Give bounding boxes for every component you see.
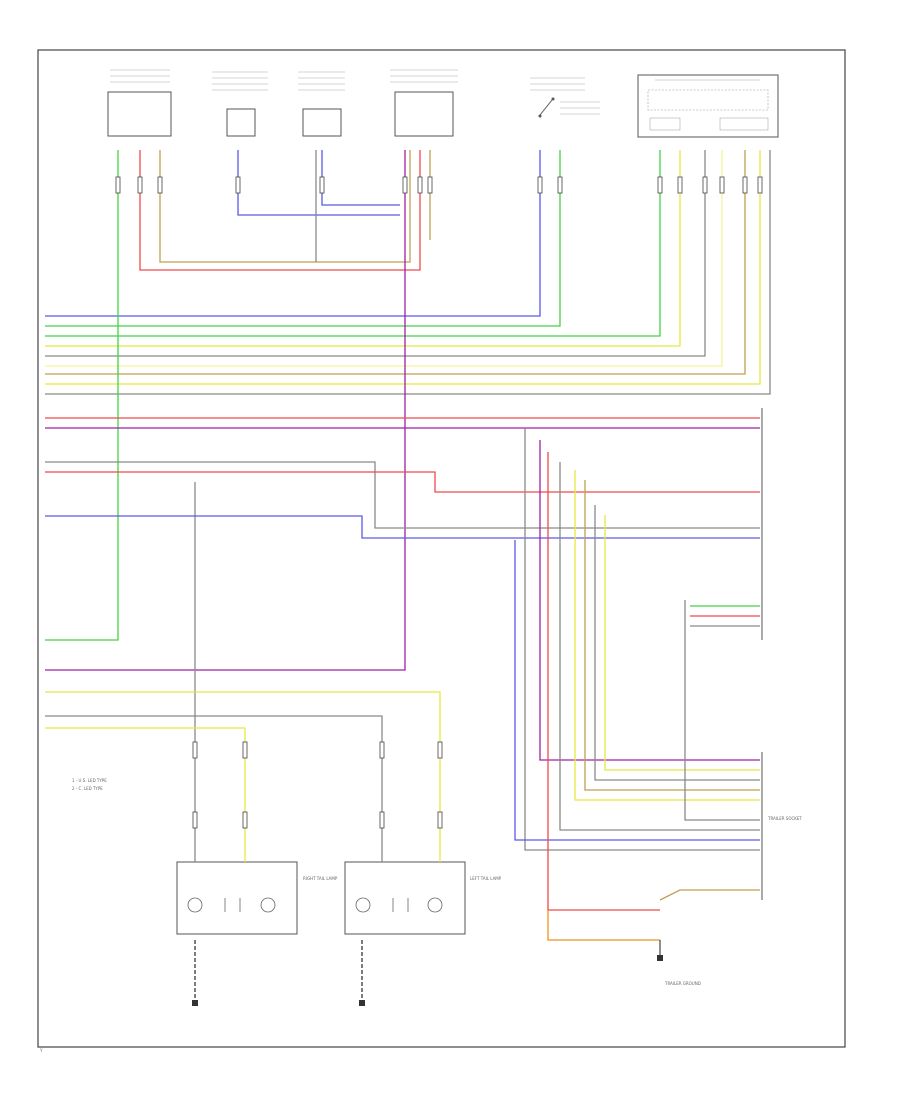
component-trailer-tow-control [637, 74, 779, 138]
component-left-tail-lamp: LEFT TAIL LAMP [344, 861, 502, 935]
wire-group [45, 150, 771, 941]
wire-yellow-38 [45, 727, 246, 862]
trailer-ground-label: TRAILER GROUND [664, 981, 701, 986]
wire-yellow-3 [45, 150, 681, 347]
wire-green-1 [45, 150, 561, 327]
connector-pin-23 [437, 811, 443, 829]
wire-red-10 [139, 150, 421, 271]
connector-pin-16 [192, 741, 198, 759]
component-right-tail-lamp: RIGHT TAIL LAMP [176, 861, 338, 935]
legend: 1 - U.S. LED TYPE 2 - C. LED TYPE [72, 778, 107, 791]
wire-orange-40 [547, 910, 660, 941]
connector-pin-10 [657, 176, 663, 194]
wire-blue-22 [45, 515, 760, 539]
wire-gray-32 [684, 600, 760, 821]
diagram-frame [37, 49, 846, 1048]
component-left-sensor [212, 71, 268, 137]
wire-gray-30 [594, 505, 760, 781]
wire-tan-11 [159, 150, 411, 263]
connector-pin-12 [702, 176, 708, 194]
right-tail-lamp-label: RIGHT TAIL LAMP [303, 876, 338, 881]
ground-left-tail [359, 940, 365, 1006]
connector-pin-8 [537, 176, 543, 194]
wire-light_yellow-5 [45, 150, 723, 367]
title-block-code: Y [39, 1048, 43, 1053]
wire-blue-13 [321, 150, 400, 206]
wire-green-9 [45, 150, 119, 641]
wire-yellow-36 [45, 691, 441, 862]
connector-pin-9 [557, 176, 563, 194]
connector-pin-7 [427, 176, 433, 194]
connector-pin-17 [242, 741, 248, 759]
component-trailer-socket: TRAILER SOCKET [761, 408, 802, 900]
component-right-sensor [298, 71, 345, 137]
connector-pin-11 [677, 176, 683, 194]
component-lamp-control-module [390, 69, 458, 137]
connector-pin-1 [137, 176, 143, 194]
wire-gray-23 [524, 428, 760, 851]
connector-pin-6 [417, 176, 423, 194]
wire-blue-12 [237, 150, 400, 216]
trailer-socket-label: TRAILER SOCKET [767, 816, 802, 821]
connector-pin-21 [242, 811, 248, 829]
legend-line-2: 2 - C. LED TYPE [72, 786, 103, 791]
connector-pin-18 [379, 741, 385, 759]
wire-yellow-7 [45, 150, 761, 385]
wire-gray-27 [559, 462, 760, 831]
connector-pin-14 [742, 176, 748, 194]
wire-blue-24 [514, 540, 760, 841]
connector-pin-19 [437, 741, 443, 759]
ground-right-tail [192, 940, 198, 1006]
connector-pin-4 [319, 176, 325, 194]
wire-violet-15 [45, 150, 406, 671]
connector-pin-3 [235, 176, 241, 194]
connector-pin-5 [402, 176, 408, 194]
component-tailgate-switch [530, 77, 600, 118]
wire-yellow-31 [604, 515, 760, 771]
wire-red-26 [547, 452, 660, 911]
wire-green-2 [45, 150, 661, 337]
wire-gray-4 [45, 150, 706, 357]
wire-gray-19 [45, 461, 760, 529]
connector-pin-15 [757, 176, 763, 194]
wire-violet-25 [539, 440, 760, 761]
ground-trailer: TRAILER GROUND [657, 940, 701, 986]
left-tail-lamp-label: LEFT TAIL LAMP [470, 876, 502, 881]
wire-tan-41 [659, 889, 760, 901]
connector-pin-20 [192, 811, 198, 829]
connector-pin-22 [379, 811, 385, 829]
connector-pin-0 [115, 176, 121, 194]
wire-blue-0 [45, 150, 541, 317]
connector-pin-2 [157, 176, 163, 194]
legend-line-1: 1 - U.S. LED TYPE [72, 778, 107, 783]
wire-tan-6 [45, 150, 746, 375]
connector-pin-13 [719, 176, 725, 194]
wire-yellow-28 [574, 470, 760, 801]
wire-tan-29 [584, 480, 760, 791]
wire-red-20 [45, 471, 760, 493]
component-top-left-module [107, 69, 172, 137]
wire-gray-8 [45, 150, 771, 395]
